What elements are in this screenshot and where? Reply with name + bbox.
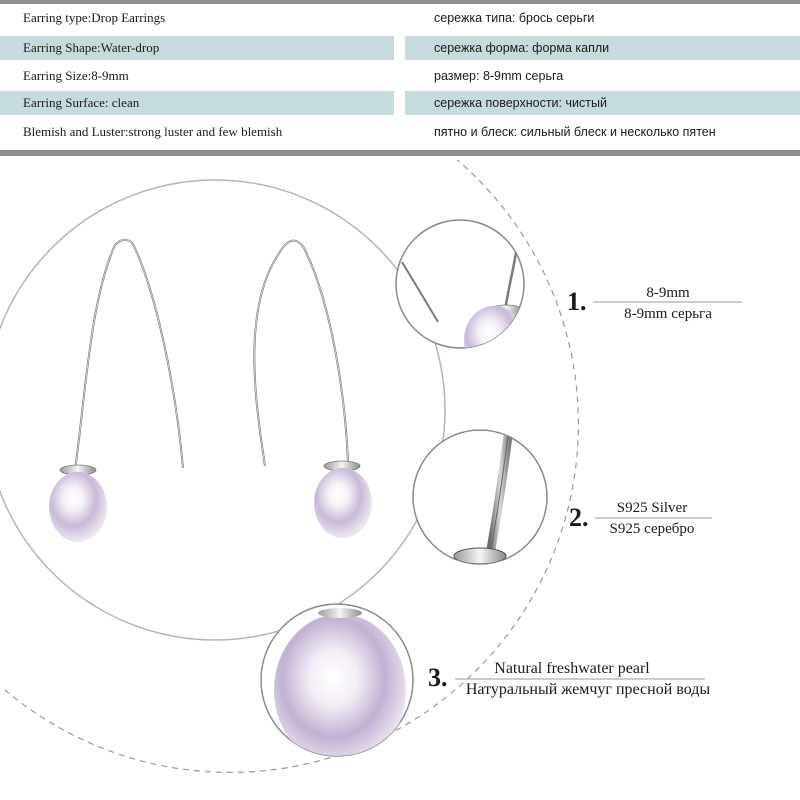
spec-table: Earring type:Drop Earrings сережка типа:…: [0, 0, 800, 160]
top-divider: [0, 0, 800, 4]
spec-en-size: Earring Size:8-9mm: [23, 68, 129, 83]
feature-3: 3. Natural freshwater pearl Натуральный …: [428, 660, 710, 698]
detail-circle-silver: [412, 429, 548, 565]
feature-number: 1.: [567, 287, 587, 316]
feature-number: 3.: [428, 663, 448, 692]
feature-label-en: S925 Silver: [617, 500, 687, 516]
spec-ru-shape: сережка форма: форма капли: [405, 36, 800, 60]
right-earring: [253, 239, 372, 538]
feature-label-en: 8-9mm: [646, 285, 690, 301]
spec-en-type: Earring type:Drop Earrings: [23, 10, 166, 25]
spec-en-shape: Earring Shape:Water-drop: [0, 36, 394, 60]
feature-1: 1. 8-9mm 8-9mm серьга: [567, 285, 742, 322]
spec-ru-surface: сережка поверхности: чистый: [405, 91, 800, 115]
bottom-divider: [0, 150, 800, 156]
spec-ru-luster: пятно и блеск: сильный блеск и несколько…: [434, 125, 716, 139]
feature-label-en: Natural freshwater pearl: [494, 660, 650, 677]
spec-en-luster: Blemish and Luster:strong luster and few…: [23, 124, 283, 139]
feature-label-ru: Натуральный жемчуг пресной воды: [466, 681, 711, 698]
spec-en-surface: Earring Surface: clean: [0, 91, 394, 115]
feature-label-ru: 8-9mm серьга: [624, 306, 712, 322]
feature-number: 2.: [569, 503, 589, 532]
spec-ru-size: размер: 8-9mm серьга: [434, 69, 564, 83]
pearl-closeup: [274, 608, 406, 756]
main-circle: [0, 179, 446, 641]
spec-ru-type: сережка типа: брось серьги: [434, 11, 595, 25]
feature-label-ru: S925 серебро: [610, 521, 695, 537]
left-earring: [49, 238, 184, 542]
feature-2: 2. S925 Silver S925 серебро: [569, 500, 712, 537]
